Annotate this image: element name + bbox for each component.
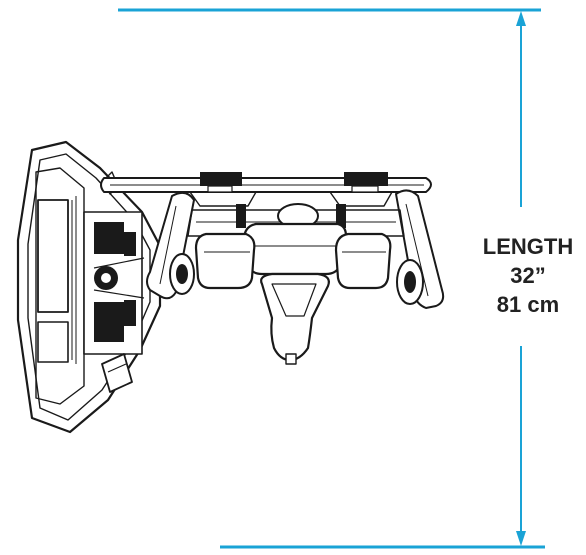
- left-foot-pedal: [194, 232, 256, 290]
- dimension-value-metric: 81 cm: [496, 292, 560, 317]
- console: [16, 140, 162, 434]
- right-foot-pedal: [334, 232, 392, 290]
- dimension-label-title: LENGTH: [482, 234, 574, 259]
- display-panel-lower: [37, 321, 69, 363]
- length-dimension-label: LENGTH 32” 81 cm: [470, 232, 586, 319]
- machine-line-art: [16, 140, 445, 434]
- arrow-up-icon: [516, 11, 526, 26]
- right-pedal-arm: [395, 189, 445, 309]
- console-bottle-holder: [101, 353, 133, 393]
- left-pedal-arm: [146, 191, 195, 300]
- arrow-down-icon: [516, 531, 526, 546]
- saddle: [260, 272, 330, 362]
- dimension-value-imperial: 32”: [510, 263, 546, 288]
- seat-frame: [242, 222, 348, 276]
- top-rail: [100, 172, 432, 207]
- display-panel: [37, 199, 69, 313]
- frame-and-seat: [187, 203, 405, 365]
- dimension-indicator: [118, 8, 545, 549]
